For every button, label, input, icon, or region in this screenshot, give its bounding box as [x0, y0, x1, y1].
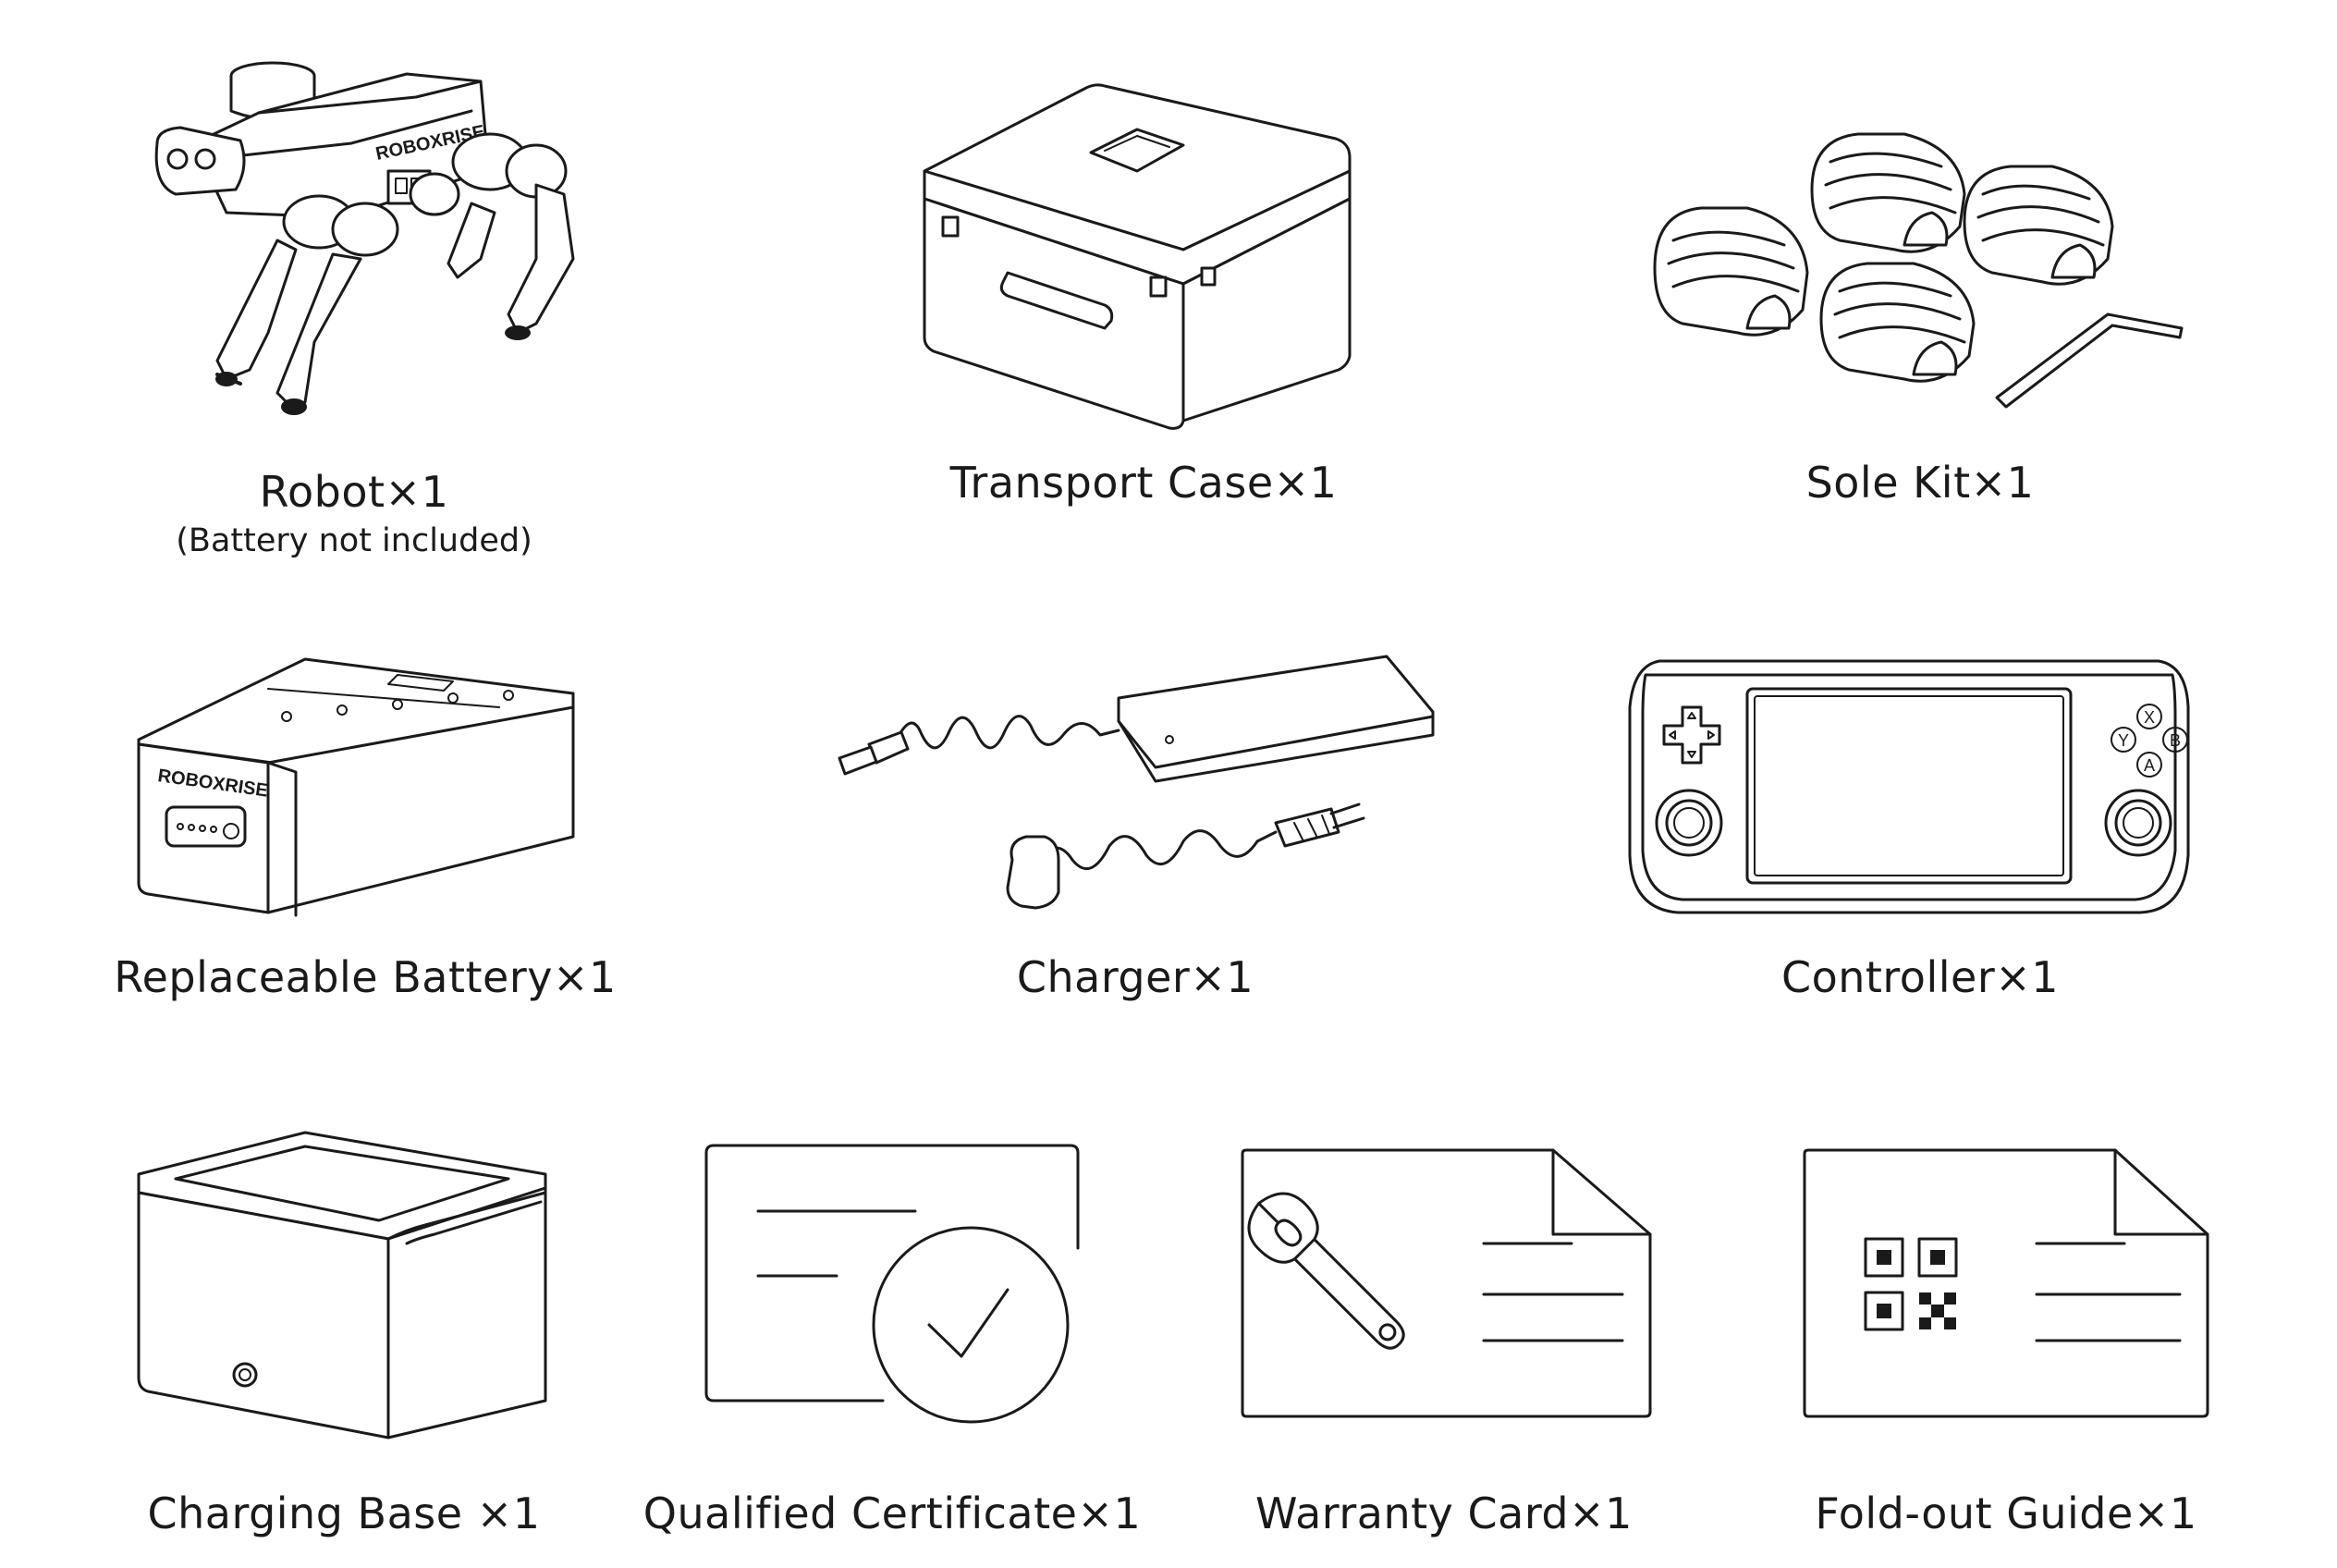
controller-button-b: B	[2170, 731, 2181, 750]
controller-label: Controller×1	[1780, 952, 2060, 1002]
robot-note: (Battery not included)	[176, 522, 532, 559]
charger-label: Charger×1	[1016, 952, 1254, 1002]
transport-case-icon	[915, 79, 1359, 439]
controller-icon: X Y B A	[1622, 652, 2196, 920]
controller-button-x: X	[2144, 708, 2155, 727]
warranty-card-icon	[1239, 1146, 1655, 1419]
transport-case-label: Transport Case×1	[949, 458, 1338, 508]
charging-base-icon	[129, 1123, 564, 1452]
certificate-icon	[703, 1142, 1082, 1456]
controller-button-y: Y	[2118, 731, 2129, 750]
warranty-label: Warranty Card×1	[1255, 1488, 1633, 1538]
robot-dog-icon: ROBOXRISE	[139, 55, 656, 472]
robot-label: Robot×1	[259, 467, 449, 517]
sole-kit-label: Sole Kit×1	[1805, 458, 2035, 508]
certificate-label: Qualified Certificate×1	[642, 1488, 1142, 1538]
charger-icon	[832, 647, 1442, 915]
sole-kit-icon	[1646, 120, 2200, 425]
fold-out-guide-icon	[1801, 1146, 2212, 1419]
charging-base-label: Charging Base ×1	[147, 1488, 541, 1538]
controller-button-a: A	[2144, 756, 2155, 775]
guide-label: Fold-out Guide×1	[1815, 1488, 2197, 1538]
battery-icon: ROBOXRISE	[129, 652, 592, 929]
battery-label: Replaceable Battery×1	[114, 952, 617, 1002]
